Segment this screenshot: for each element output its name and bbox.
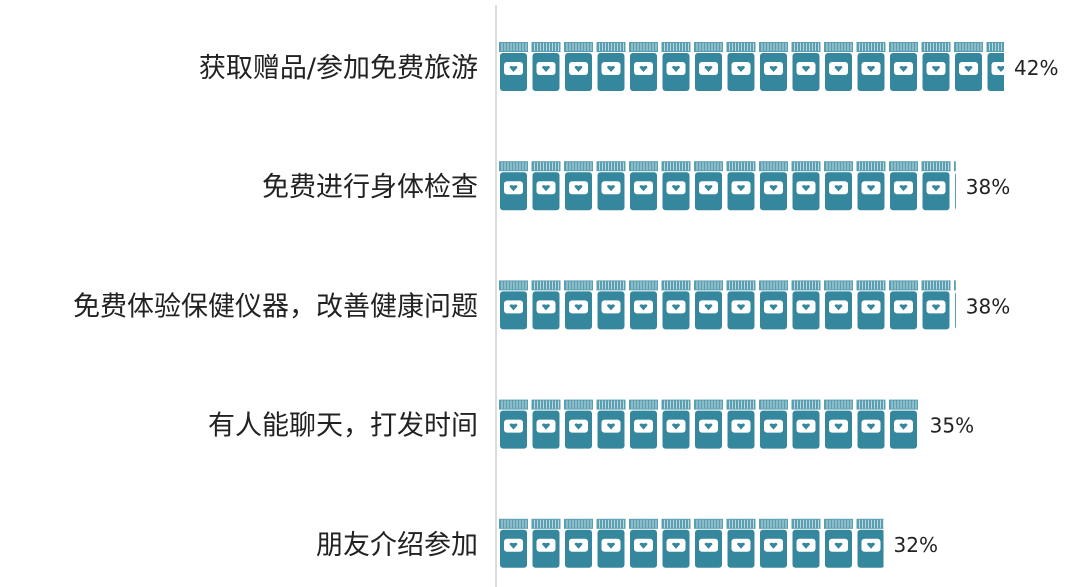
medicine-jar-icon — [693, 41, 724, 92]
medicine-jar-icon — [498, 399, 529, 450]
medicine-jar-icon — [596, 160, 626, 211]
medicine-jar-icon — [758, 160, 789, 211]
category-label: 获取赠品/参加免费旅游 — [199, 53, 478, 84]
medicine-jar-icon — [596, 41, 626, 92]
medicine-jar-icon — [531, 160, 561, 211]
medicine-jar-icon — [661, 399, 691, 450]
medicine-jar-icon — [758, 41, 789, 92]
medicine-jar-icon — [921, 279, 951, 330]
medicine-jar-icon — [693, 399, 724, 450]
medicine-jar-icon — [498, 41, 529, 92]
medicine-jar-icon — [498, 518, 529, 569]
medicine-jar-icon — [888, 279, 919, 330]
medicine-jar-icon — [856, 518, 884, 569]
medicine-jar-icon — [921, 41, 951, 92]
medicine-jar-icon — [758, 399, 789, 450]
data-label: 32% — [894, 533, 938, 557]
medicine-jar-icon — [856, 279, 886, 330]
medicine-jar-icon — [726, 279, 756, 330]
bar — [498, 41, 1004, 92]
medicine-jar-icon — [986, 41, 1004, 92]
medicine-jar-icon — [758, 518, 789, 569]
medicine-jar-icon — [856, 399, 886, 450]
medicine-jar-icon — [596, 279, 626, 330]
medicine-jar-icon — [661, 41, 691, 92]
medicine-jar-icon — [531, 399, 561, 450]
medicine-jar-icon — [791, 399, 821, 450]
medicine-jar-icon — [726, 160, 756, 211]
medicine-jar-icon — [823, 399, 854, 450]
medicine-jar-icon — [563, 279, 594, 330]
medicine-jar-icon — [823, 518, 854, 569]
bar — [498, 160, 956, 211]
medicine-jar-icon — [823, 160, 854, 211]
medicine-jar-icon — [791, 41, 821, 92]
medicine-jar-icon — [693, 160, 724, 211]
medicine-jar-icon — [693, 279, 724, 330]
medicine-jar-icon — [661, 160, 691, 211]
medicine-jar-icon — [726, 41, 756, 92]
medicine-jar-icon — [791, 518, 821, 569]
data-label: 35% — [930, 414, 974, 438]
medicine-jar-icon — [888, 399, 919, 450]
medicine-jar-icon — [726, 518, 756, 569]
medicine-jar-icon — [531, 279, 561, 330]
medicine-jar-icon — [823, 279, 854, 330]
bar — [498, 518, 884, 569]
medicine-jar-icon — [563, 160, 594, 211]
medicine-jar-icon — [888, 160, 919, 211]
medicine-jar-icon — [628, 279, 659, 330]
medicine-jar-icon — [953, 41, 984, 92]
medicine-jar-icon — [856, 160, 886, 211]
medicine-jar-icon — [856, 41, 886, 92]
medicine-jar-icon — [531, 518, 561, 569]
data-label: 42% — [1014, 56, 1058, 80]
medicine-jar-icon — [628, 160, 659, 211]
category-label: 免费进行身体检查 — [262, 172, 478, 203]
bar — [498, 279, 956, 330]
category-label: 朋友介绍参加 — [316, 530, 478, 561]
medicine-jar-icon — [823, 41, 854, 92]
medicine-jar-icon — [498, 160, 529, 211]
medicine-jar-icon — [921, 160, 951, 211]
medicine-jar-icon — [563, 399, 594, 450]
data-label: 38% — [966, 294, 1010, 318]
medicine-jar-icon — [628, 399, 659, 450]
medicine-jar-icon — [726, 399, 756, 450]
medicine-jar-icon — [758, 279, 789, 330]
medicine-jar-icon — [628, 518, 659, 569]
category-label: 免费体验保健仪器，改善健康问题 — [73, 291, 478, 322]
medicine-jar-icon — [563, 41, 594, 92]
medicine-jar-icon — [628, 41, 659, 92]
medicine-jar-icon — [661, 279, 691, 330]
medicine-jar-icon — [791, 279, 821, 330]
data-label: 38% — [966, 175, 1010, 199]
medicine-jar-icon — [693, 518, 724, 569]
category-label: 有人能聊天，打发时间 — [208, 411, 478, 442]
bar — [498, 399, 919, 450]
medicine-jar-icon — [888, 41, 919, 92]
medicine-jar-icon — [596, 518, 626, 569]
medicine-jar-icon — [661, 518, 691, 569]
medicine-jar-icon — [531, 41, 561, 92]
medicine-jar-icon — [563, 518, 594, 569]
medicine-jar-icon — [596, 399, 626, 450]
medicine-jar-icon — [791, 160, 821, 211]
medicine-jar-icon — [498, 279, 529, 330]
